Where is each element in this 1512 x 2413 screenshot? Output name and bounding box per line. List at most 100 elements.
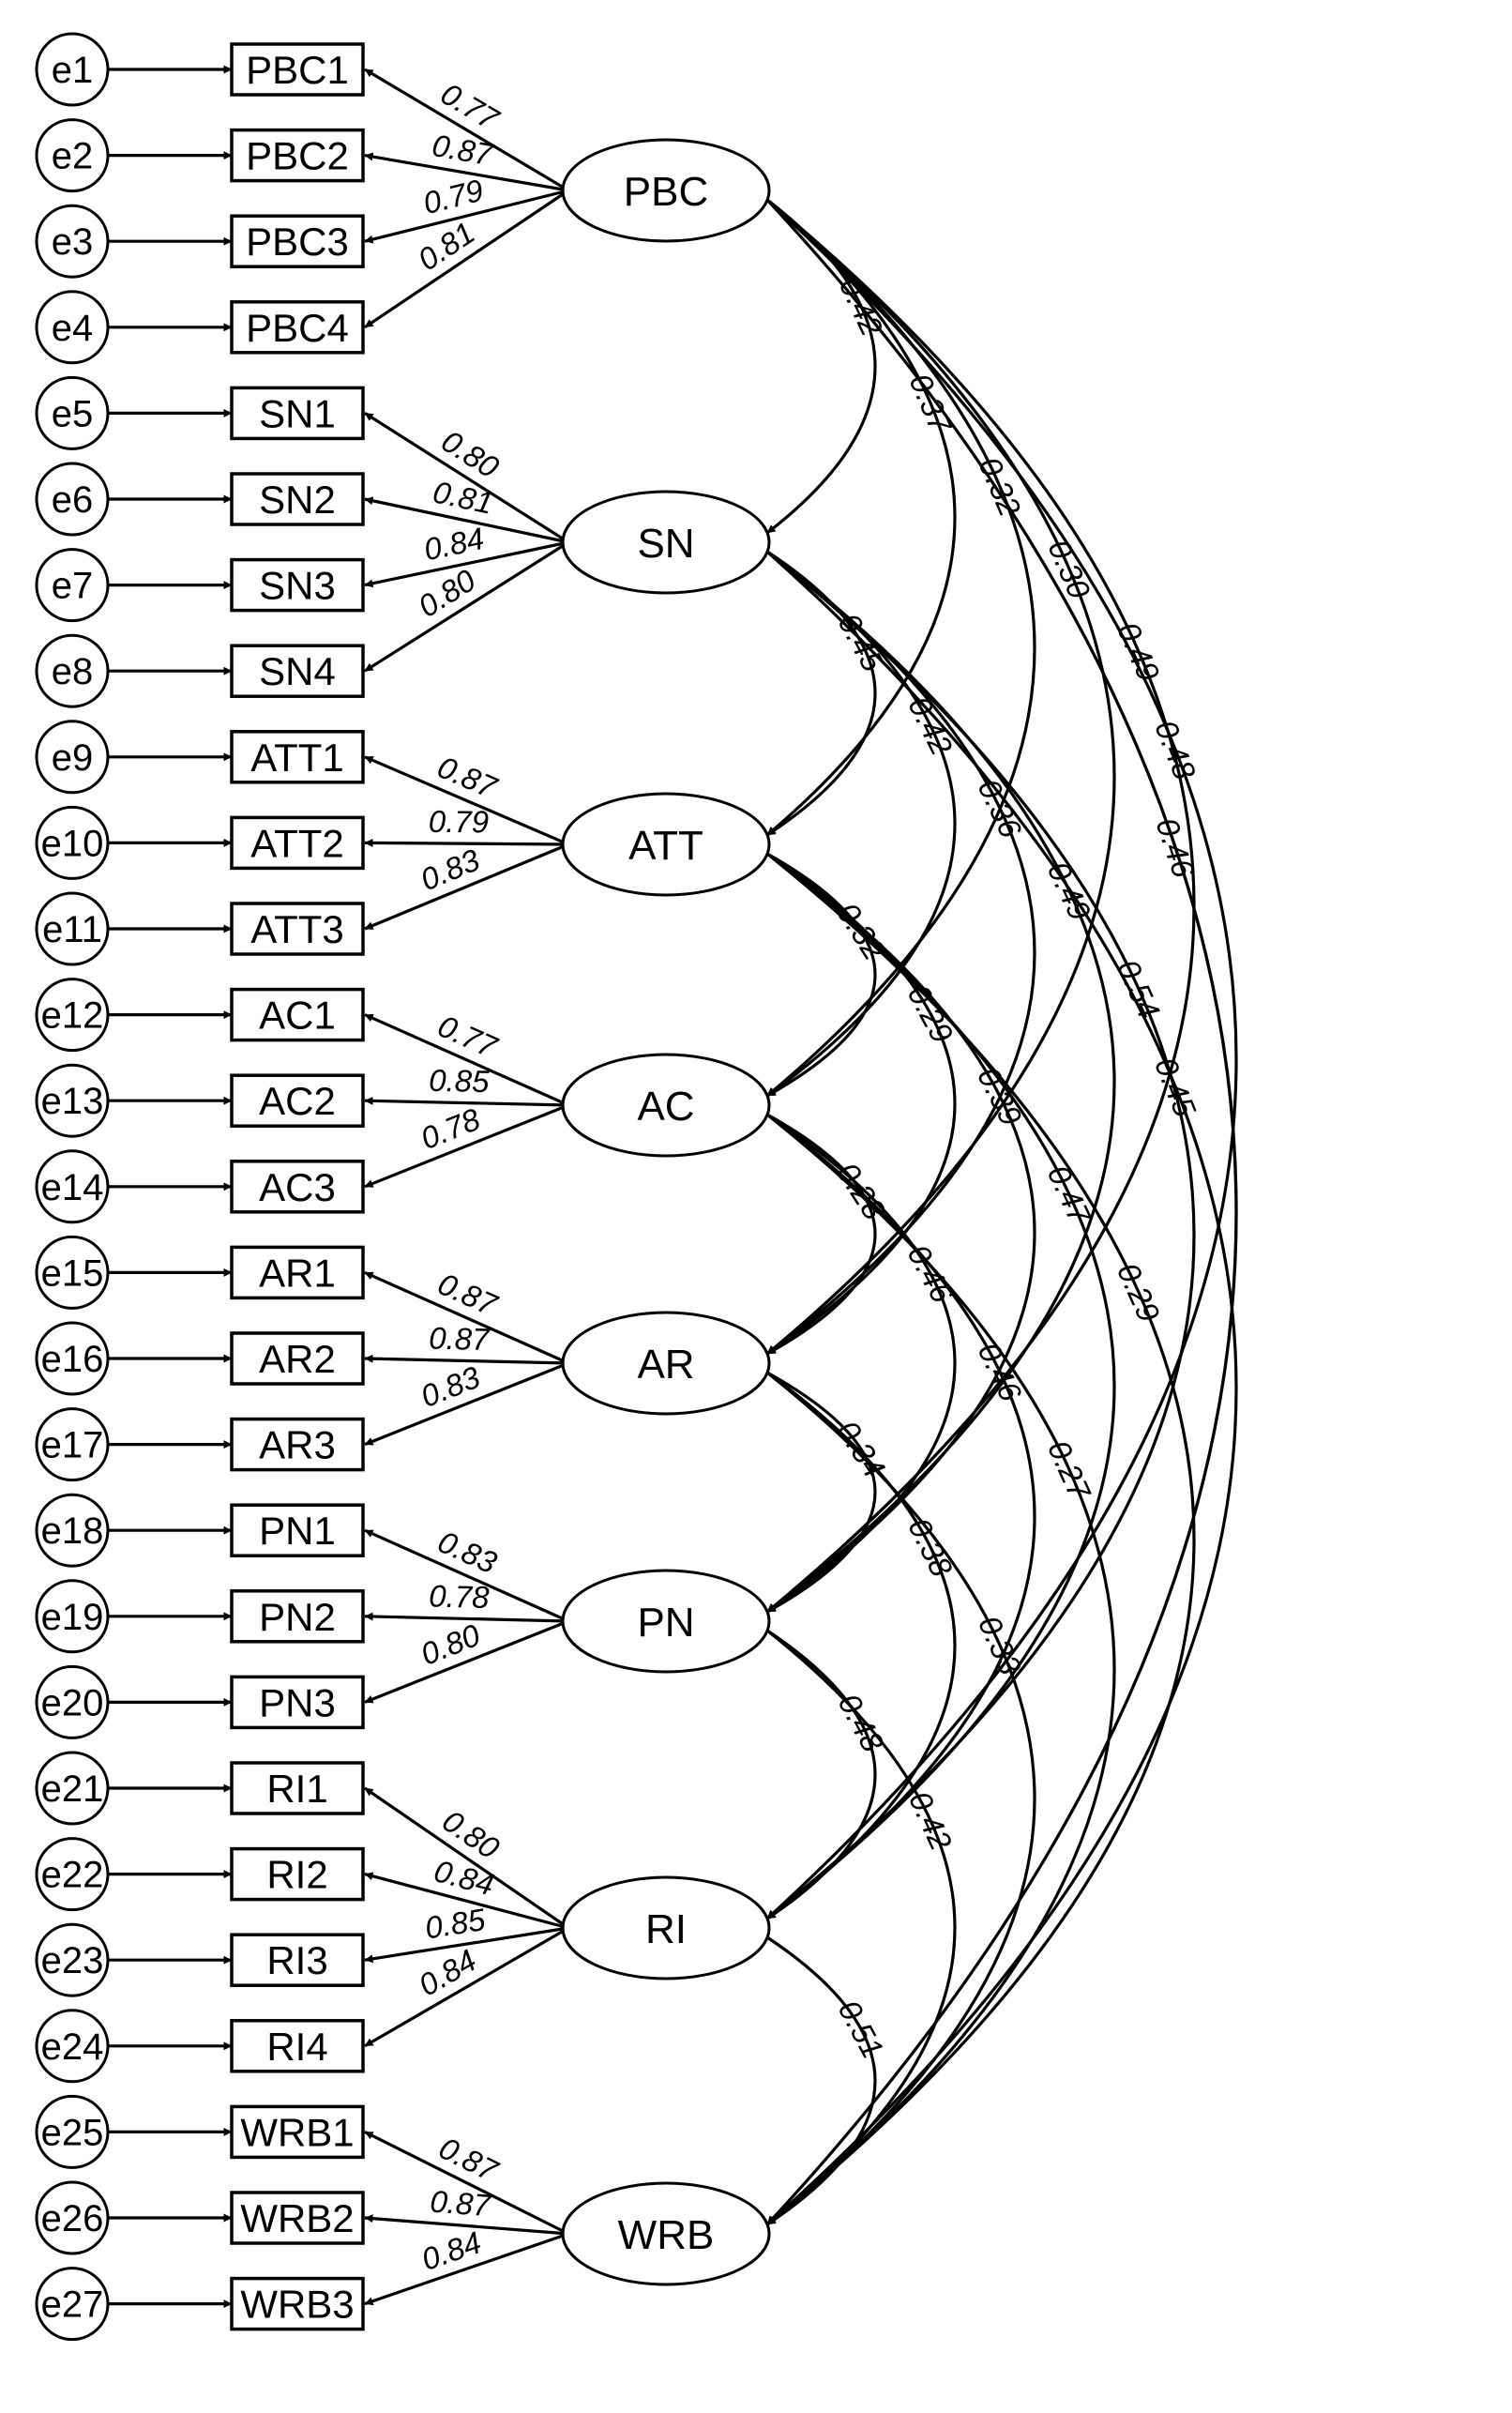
error-label: e15: [41, 1252, 104, 1294]
indicator-label: RI1: [266, 1767, 327, 1811]
indicator-label: PBC3: [246, 220, 349, 264]
loading-label: 0.80: [412, 562, 482, 624]
error-label: e11: [42, 909, 102, 950]
correlation-label: 0.38: [901, 1512, 960, 1583]
indicator-label: ATT1: [250, 736, 344, 780]
indicator-label: WRB3: [240, 2283, 354, 2327]
error-term: [35, 1407, 110, 1482]
latent-pn: [561, 1569, 771, 1674]
error-label: e4: [52, 308, 94, 349]
latent-label: PBC: [624, 169, 708, 215]
error-label: e13: [41, 1081, 104, 1122]
correlation-label: 0.46: [972, 1337, 1029, 1406]
error-label: e26: [41, 2198, 104, 2239]
loading-label: 0.77: [432, 1009, 503, 1066]
indicator-box-ar1: [230, 1245, 365, 1300]
correlation-label: 0.29: [901, 979, 960, 1049]
correlation-arc: [758, 1622, 877, 1920]
loading-path: [364, 1612, 569, 1623]
indicator-box-att3: [230, 902, 365, 956]
correlation-arc: [758, 1106, 877, 1356]
indicator-label: AC1: [259, 994, 336, 1038]
indicator-label: PBC2: [246, 134, 349, 178]
error-term: [35, 375, 110, 450]
error-label: e5: [52, 393, 94, 434]
indicator-box-att2: [230, 815, 365, 871]
latent-label: WRB: [618, 2212, 715, 2258]
indicator-box-ri1: [230, 1761, 365, 1815]
loading-label: 0.83: [416, 842, 485, 897]
loading-label: 0.81: [412, 215, 481, 278]
latent-ri: [561, 1875, 771, 1980]
indicator-box-pbc4: [230, 300, 365, 355]
loading-label: 0.87: [433, 2130, 504, 2189]
indicator-box-ar3: [230, 1417, 365, 1472]
correlation-label: 0.54: [1111, 954, 1167, 1024]
latent-sn: [561, 490, 771, 595]
error-term: [35, 1579, 110, 1654]
correlation-arc: [758, 845, 1196, 2226]
correlation-arc: [758, 190, 1238, 2226]
error-term: [35, 1751, 110, 1826]
coefficient-labels: 0.770.870.790.810.800.810.840.800.870.79…: [412, 76, 1203, 2277]
loading-path: [364, 1786, 569, 1930]
correlation-label: 0.48: [832, 1688, 891, 1758]
indicator-box-ac1: [230, 987, 365, 1042]
loading-label: 0.78: [429, 1578, 491, 1615]
indicator-box-sn1: [230, 386, 365, 441]
error-term: [35, 32, 110, 107]
loading-path: [364, 1354, 569, 1365]
error-label: e27: [41, 2284, 104, 2326]
indicator-label: SN2: [259, 478, 336, 522]
error-term: [35, 805, 110, 880]
correlation-arc: [758, 845, 877, 1098]
loading-path: [364, 838, 569, 847]
indicator-box-ri2: [230, 1846, 365, 1902]
loading-path: [364, 496, 569, 544]
indicator-label: ATT2: [250, 821, 344, 865]
latent-label: PN: [637, 1600, 694, 1646]
loading-path: [364, 68, 569, 192]
indicator-label: AC2: [259, 1079, 336, 1123]
error-label: e23: [41, 1940, 104, 1981]
error-term: [35, 1235, 110, 1310]
indicator-label: AC3: [259, 1165, 336, 1209]
latent-label: SN: [637, 521, 694, 567]
error-term: [35, 2094, 110, 2169]
indicator-label: PBC1: [246, 48, 349, 92]
correlation-label: 0.49: [1041, 857, 1098, 926]
loading-label: 0.79: [429, 804, 490, 839]
loading-path: [364, 1872, 569, 1930]
loading-path: [364, 2232, 569, 2306]
loading-path: [364, 1619, 569, 1704]
loading-path: [364, 540, 569, 588]
indicator-label: RI4: [266, 2025, 327, 2069]
loading-label: 0.83: [433, 1524, 503, 1580]
correlation-arc: [758, 1364, 957, 1920]
loading-label: 0.85: [429, 1063, 491, 1099]
indicator-label: AR3: [259, 1423, 336, 1467]
correlation-label: 0.39: [971, 1062, 1029, 1131]
error-label: e16: [41, 1339, 104, 1380]
indicator-box-wrb3: [230, 2276, 365, 2331]
indicator-box-ri3: [230, 1933, 365, 1987]
correlation-label: 0.48: [1148, 716, 1202, 785]
correlation-arc: [758, 1364, 1036, 2226]
loading-path: [364, 1926, 569, 2048]
indicator-box-pbc1: [230, 42, 365, 97]
indicator-box-pn2: [230, 1589, 365, 1644]
error-term: [35, 1493, 110, 1568]
indicator-label: RI2: [266, 1853, 327, 1897]
correlation-arc: [758, 1106, 1116, 2226]
loading-path: [364, 189, 569, 329]
error-term: [35, 462, 110, 537]
error-label: e6: [52, 479, 94, 521]
indicator-box-pn1: [230, 1503, 365, 1557]
error-term: [35, 720, 110, 795]
indicator-label: PN1: [259, 1509, 336, 1553]
correlation-label: 0.30: [1041, 535, 1097, 604]
error-label: e9: [52, 737, 94, 779]
indicator-box-pbc2: [230, 128, 365, 183]
error-label: e14: [41, 1167, 104, 1208]
